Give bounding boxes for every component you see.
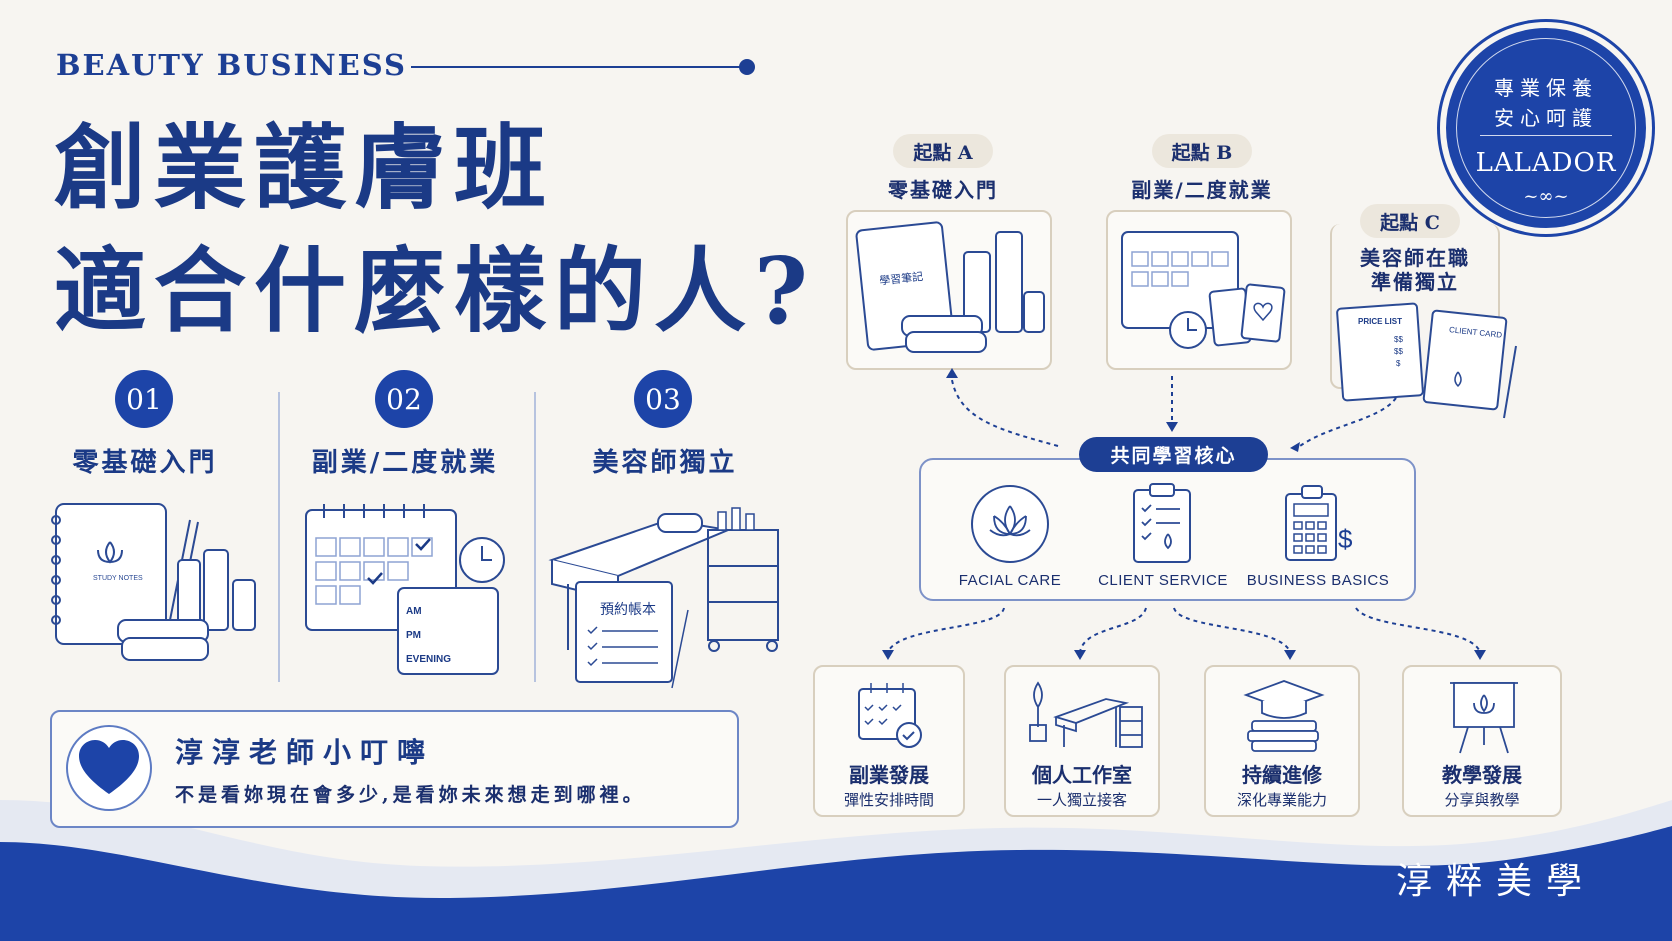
ornament-icon: ~∞~ [1523,186,1569,207]
step-number: 03 [634,370,692,428]
booking-notebook-label: 預約帳本 [600,602,656,618]
outcome-subtitle: 彈性安排時間 [843,791,934,809]
outcome-card: 個人工作室 一人獨立接客 [1004,665,1160,817]
calendar-icon: AM PM EVENING [305,504,505,675]
heart-icon [66,725,152,811]
calendar-check-icon [858,683,922,748]
presentation-board-icon [1450,682,1518,754]
study-notebook-icon: 學習筆記 [855,221,1045,353]
step-label: 美容師獨立 [592,448,738,478]
outcome-card: 持續進修 深化專業能力 [1204,665,1360,817]
eyebrow-text: BEAUTY BUSINESS [56,48,407,82]
core-item: FACIAL CARE [958,572,1062,589]
seal-brand: LALADOR [1475,148,1617,178]
schedule-pm: PM [406,630,421,641]
study-notes-label: STUDY NOTES [93,575,143,582]
start-label-c-line2: 準備獨立 [1371,270,1459,294]
step-number: 02 [375,370,433,428]
calendar-icon [1121,231,1286,349]
start-label-b: 副業/二度就業 [1131,178,1273,202]
study-notebook-icon: STUDY NOTES [51,503,256,661]
schedule-am: AM [406,606,422,617]
start-label-c-line1: 美容師在職 [1360,246,1470,270]
beauty-bed-icon: 預約帳本 [548,507,779,689]
step-number: 01 [115,370,173,428]
price-value-1: $$ [1394,335,1403,344]
seal-line1: 專業保養 [1494,76,1598,100]
start-card-b [1106,210,1292,370]
page-title-line1: 創業護膚班 [54,114,555,222]
core-title: 共同學習核心 [1079,437,1268,472]
price-value-2: $$ [1394,347,1403,356]
start-card-a: 學習筆記 [846,210,1052,370]
clipboard-icon [1133,483,1191,563]
price-list-icon: PRICE LIST $$ $$ $ CLIENT CARD [1336,302,1517,419]
start-pill-c: 起點 C [1360,204,1460,238]
start-label-a: 零基礎入門 [888,178,998,202]
footer-brand: 淳粹美學 [1396,861,1597,902]
outcome-subtitle: 一人獨立接客 [1036,791,1127,809]
tip-box [50,710,739,828]
outcome-card: 教學發展 分享與教學 [1402,665,1562,817]
studio-icon [1029,681,1143,748]
step-label: 副業/二度就業 [311,448,499,478]
core-item: BUSINESS BASICS [1246,572,1390,589]
outcome-title: 教學發展 [1442,763,1522,787]
outcome-title: 個人工作室 [1032,763,1132,787]
calculator-icon: $ [1285,485,1353,561]
outcome-card: 副業發展 彈性安排時間 [813,665,965,817]
brand-seal: 專業保養 安心呵護 LALADOR ~∞~ [1440,22,1652,234]
price-value-3: $ [1396,359,1401,368]
outcome-subtitle: 分享與教學 [1444,791,1520,809]
svg-text:$: $ [1338,524,1353,554]
start-pill-b: 起點 B [1152,134,1252,168]
graduation-cap-icon [1243,680,1325,752]
outcome-subtitle: 深化專業能力 [1236,791,1327,809]
schedule-evening: EVENING [406,654,451,665]
tip-text: 不是看妳現在會多少,是看妳未來想走到哪裡。 [175,784,646,806]
start-pill-a: 起點 A [893,134,993,168]
eyebrow-dot [739,59,755,75]
tip-title: 淳淳老師小叮嚀 [175,736,435,769]
divider [534,392,536,682]
price-list-label: PRICE LIST [1358,317,1402,326]
core-item: CLIENT SERVICE [1098,572,1228,589]
study-notebook-label: 學習筆記 [879,269,924,288]
lotus-icon [971,485,1049,563]
eyebrow-rule [411,66,743,68]
page-title-line2: 適合什麼樣的人? [54,237,816,345]
step-label: 零基礎入門 [72,448,218,478]
seal-line2: 安心呵護 [1494,106,1598,130]
outcome-title: 持續進修 [1242,763,1322,787]
divider [278,392,280,682]
outcome-title: 副業發展 [849,763,929,787]
